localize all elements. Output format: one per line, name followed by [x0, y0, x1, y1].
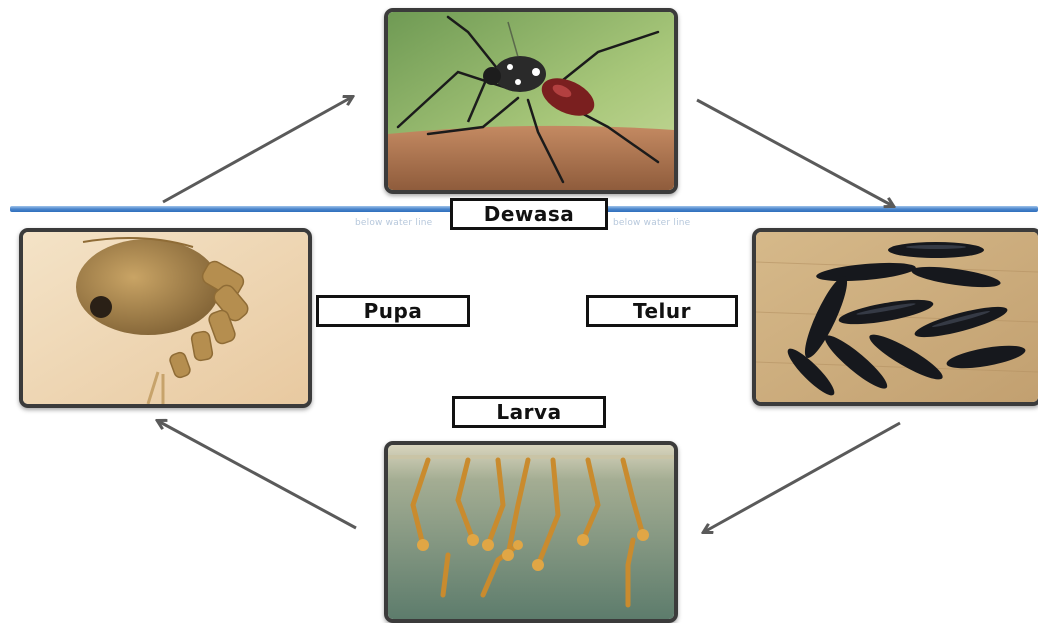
larva-image	[384, 441, 678, 623]
arrow-adult-to-egg	[697, 100, 893, 206]
stage-label-larva: Larva	[452, 396, 606, 428]
pupa-image	[19, 228, 312, 408]
stage-label-pupa: Pupa	[316, 295, 470, 327]
egg-image	[752, 228, 1038, 406]
stage-label-egg: Telur	[586, 295, 738, 327]
arrow-egg-to-larva	[704, 423, 900, 532]
arrow-larva-to-pupa	[158, 421, 356, 528]
arrow-pupa-to-adult	[163, 97, 352, 202]
stage-label-adult: Dewasa	[450, 198, 608, 230]
adult-mosquito-image	[384, 8, 678, 194]
